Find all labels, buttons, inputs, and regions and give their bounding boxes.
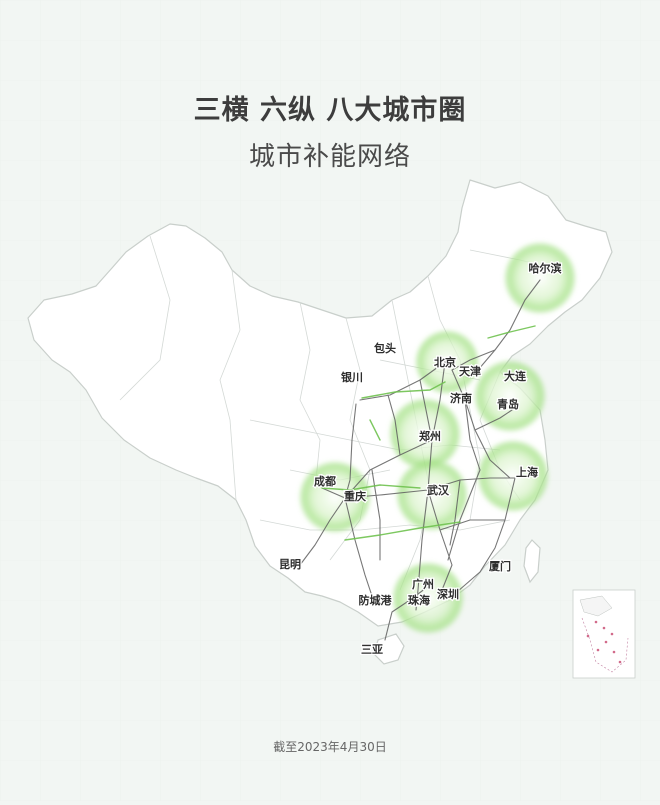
map-subtitle: 城市补能网络 (248, 142, 411, 172)
city-label-chengdu: 成都 (314, 474, 336, 488)
city-circle-halo-dalian (474, 360, 546, 432)
route-network (299, 279, 541, 641)
city-label-baotou: 包头 (373, 341, 396, 355)
hainan-island (373, 633, 405, 665)
south-china-sea-inset (572, 589, 636, 679)
city-label-shanghai: 上海 (516, 465, 538, 479)
city-label-fangchenggang: 防城港 (359, 593, 393, 607)
city-label-guangzhou: 广州 (412, 577, 434, 591)
china-outline (27, 179, 613, 627)
city-label-beijing: 北京 (434, 355, 456, 369)
city-circle-halo-wuhan (396, 459, 468, 531)
city-circle-halo-shanghai (477, 440, 549, 512)
city-circle-halo-harbin (504, 242, 576, 314)
taiwan-island (523, 539, 541, 584)
city-circle-halo-beijing (415, 330, 479, 394)
city-label-xiamen: 厦门 (489, 559, 511, 573)
city-label-chongqing: 重庆 (344, 489, 366, 503)
city-label-shenzhen: 深圳 (437, 587, 459, 601)
city-label-wuhan: 武汉 (427, 483, 450, 497)
as-of-date-note: 截至2023年4月30日 (273, 740, 387, 754)
city-label-sanya: 三亚 (361, 643, 383, 656)
city-label-jinan: 济南 (450, 391, 472, 405)
map-title: 三横 六纵 八大城市圈 (193, 95, 467, 126)
city-label-tianjin: 天津 (459, 364, 481, 378)
city-circle-halo-chengdu (299, 461, 371, 533)
city-label-dalian: 大连 (504, 369, 527, 383)
city-label-zhengzhou: 郑州 (419, 429, 441, 443)
city-label-harbin: 哈尔滨 (529, 261, 562, 275)
city-label-kunming: 昆明 (279, 558, 301, 571)
city-label-yinchuan: 银川 (341, 370, 363, 384)
city-label-zhuhai: 珠海 (408, 593, 430, 607)
city-label-qingdao: 青岛 (497, 397, 519, 411)
city-labels: 哈尔滨北京天津 大连 包头银川济南 青岛郑州上海成都重庆 武汉昆明广州 厦门防城港 珠海深圳… (278, 260, 563, 658)
